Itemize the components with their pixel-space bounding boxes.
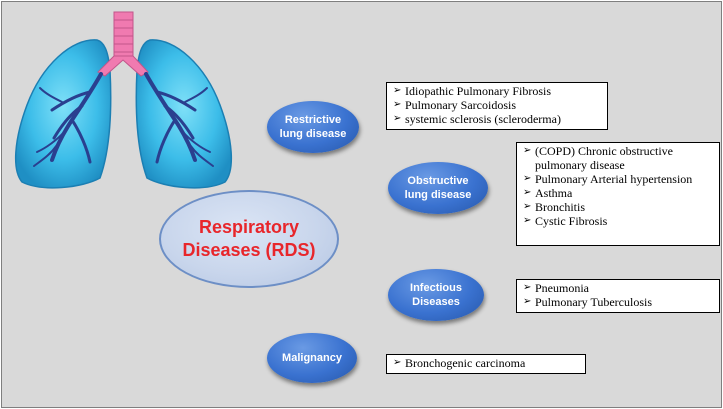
right-lung-icon [135, 39, 233, 189]
list-item: ➢Pulmonary Arterial hypertension [523, 172, 693, 186]
items-box-malignancy: ➢Bronchogenic carcinoma [386, 354, 586, 374]
left-lung-icon [14, 39, 112, 189]
list-item: ➢Asthma [523, 186, 573, 200]
category-label: Infectious Diseases [410, 282, 462, 308]
list-item: ➢Pulmonary Sarcoidosis [393, 98, 516, 112]
arrow-bullet-icon: ➢ [523, 282, 532, 293]
arrow-bullet-icon: ➢ [523, 201, 532, 212]
arrow-bullet-icon: ➢ [393, 357, 402, 368]
list-item: ➢Pneumonia [523, 281, 589, 295]
lungs-illustration [14, 11, 233, 189]
arrow-bullet-icon: ➢ [393, 99, 402, 110]
arrow-bullet-icon: ➢ [523, 296, 532, 307]
arrow-bullet-icon: ➢ [523, 173, 532, 184]
list-item: ➢Cystic Fibrosis [523, 214, 608, 228]
arrow-bullet-icon: ➢ [523, 145, 532, 156]
bronchi-icon [33, 72, 214, 167]
list-item: ➢Idiopathic Pulmonary Fibrosis [393, 84, 551, 98]
arrow-bullet-icon: ➢ [393, 85, 402, 96]
arrow-bullet-icon: ➢ [523, 187, 532, 198]
arrow-bullet-icon: ➢ [393, 113, 402, 124]
category-infectious-diseases: Infectious Diseases [388, 269, 484, 321]
category-label: Restrictive lung disease [279, 114, 347, 140]
items-box-obstructive: ➢(COPD) Chronic obstructive pulmonary di… [516, 142, 720, 246]
category-obstructive-lung-disease: Obstructive lung disease [388, 162, 488, 214]
trachea-icon [97, 11, 149, 77]
category-label: Obstructive lung disease [404, 175, 472, 201]
list-item: ➢Bronchitis [523, 200, 585, 214]
list-item: ➢Pulmonary Tuberculosis [523, 295, 653, 309]
category-label: Malignancy [282, 352, 342, 364]
center-node-label: Respiratory Diseases (RDS) [182, 217, 316, 260]
arrow-bullet-icon: ➢ [523, 215, 532, 226]
category-restrictive-lung-disease: Restrictive lung disease [267, 101, 359, 153]
list-item: ➢Bronchogenic carcinoma [393, 356, 526, 370]
category-malignancy: Malignancy [267, 333, 357, 383]
list-item: ➢systemic sclerosis (scleroderma) [393, 112, 561, 126]
list-item: ➢(COPD) Chronic obstructive pulmonary di… [523, 144, 673, 172]
items-box-restrictive: ➢Idiopathic Pulmonary Fibrosis ➢Pulmonar… [386, 82, 608, 130]
center-node-respiratory-diseases: Respiratory Diseases (RDS) [159, 190, 339, 288]
items-box-infectious: ➢Pneumonia ➢Pulmonary Tuberculosis [516, 279, 720, 313]
